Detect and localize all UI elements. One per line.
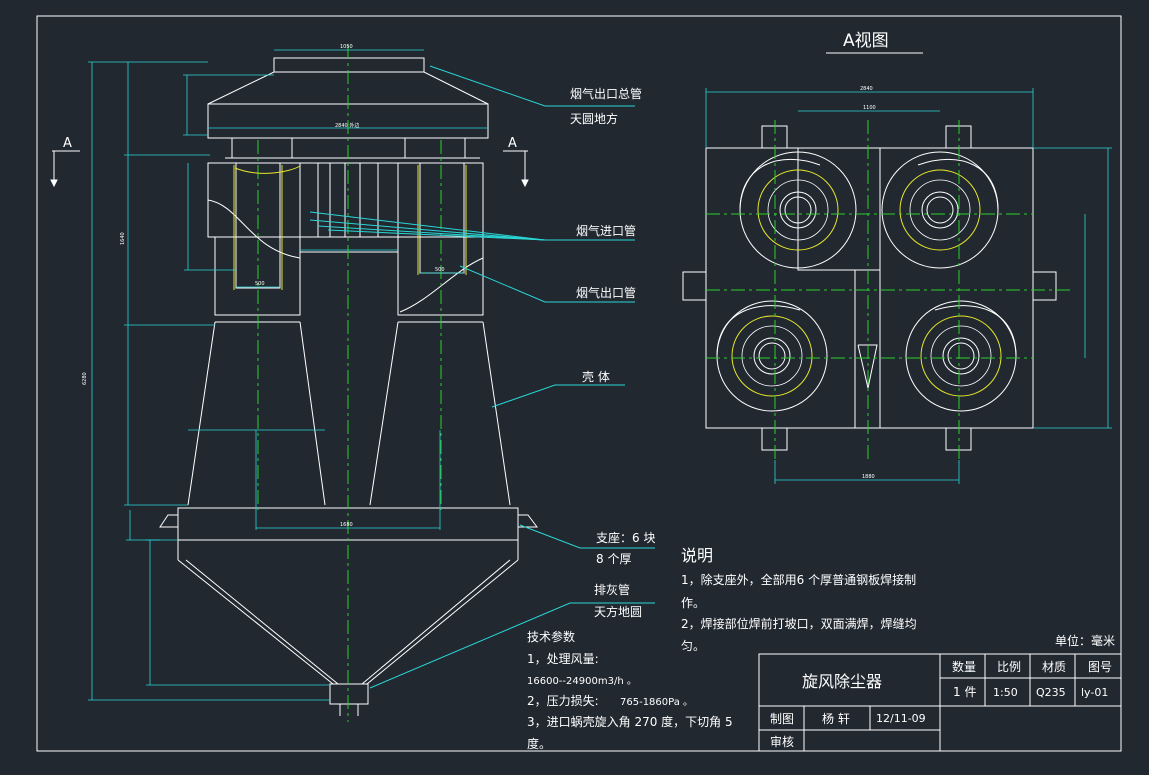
plan-view xyxy=(682,125,1057,451)
front-centerlines xyxy=(257,45,442,722)
svg-text:2840 外边: 2840 外边 xyxy=(335,122,359,129)
callout-ash-sub: 天方地圆 xyxy=(594,604,642,619)
tech-param-1-value: 16600--24900m3/h 。 xyxy=(527,676,637,687)
note-line-1: 1，除支座外，全部用6 个厚普通钢板焊接制 xyxy=(681,572,916,587)
section-mark-left: A xyxy=(63,136,72,151)
plan-dimensions xyxy=(705,88,1112,484)
tech-param-1: 1，处理风量: xyxy=(527,652,599,666)
callout-ash: 排灰管 xyxy=(594,582,630,597)
note-line-2: 2，焊接部位焊前打坡口，双面满焊，焊缝均 xyxy=(681,616,917,631)
tech-param-3: 3，进口蜗壳旋入角 270 度，下切角 5 xyxy=(527,714,733,729)
callout-outlet-main-sub: 天圆地方 xyxy=(570,111,618,126)
title-qty: 1 件 xyxy=(953,685,976,699)
svg-text:500: 500 xyxy=(435,267,445,273)
svg-text:1050: 1050 xyxy=(340,44,353,50)
front-dimensions xyxy=(88,49,488,701)
plan-hidden-lines xyxy=(731,169,1002,397)
title-drawn-label: 制图 xyxy=(770,712,794,726)
svg-text:1100: 1100 xyxy=(863,105,876,111)
leader-lines xyxy=(309,65,655,689)
callout-shell: 壳 体 xyxy=(582,370,610,384)
callout-outlet-main: 烟气出口总管 xyxy=(570,86,642,101)
title-header-material: 材质 xyxy=(1042,660,1066,674)
tech-heading: 技术参数 xyxy=(527,629,575,644)
plan-swirl-lines xyxy=(741,179,992,387)
plan-centerlines xyxy=(706,120,1070,460)
svg-text:1640: 1640 xyxy=(120,232,126,245)
svg-text:1880: 1880 xyxy=(862,474,875,480)
section-mark-right: A xyxy=(508,136,517,151)
title-scale: 1:50 xyxy=(993,686,1018,699)
note-line-2b: 匀。 xyxy=(681,639,705,653)
svg-text:6280: 6280 xyxy=(82,372,88,385)
callout-inlet: 烟气进口管 xyxy=(576,223,636,238)
tech-param-2-value: 765-1860Pa 。 xyxy=(620,697,693,708)
drawing-border xyxy=(36,15,1122,752)
title-block xyxy=(758,653,1122,752)
tech-param-2: 2，压力损失: xyxy=(527,693,599,708)
title-header-scale: 比例 xyxy=(997,660,1021,674)
title-material: Q235 xyxy=(1036,686,1066,699)
title-header-drawing-no: 图号 xyxy=(1088,660,1112,674)
plan-dim-text: 2840 1100 1880 xyxy=(860,86,876,480)
front-hidden-lines xyxy=(233,165,467,290)
title-check-label: 审核 xyxy=(770,734,794,749)
svg-text:1680: 1680 xyxy=(340,522,353,528)
title-date: 12/11-09 xyxy=(876,712,926,725)
section-marks xyxy=(50,150,529,188)
title-drawn-by: 杨 轩 xyxy=(822,711,850,726)
callout-support: 支座：6 块 xyxy=(596,530,655,545)
tech-param-3b: 度。 xyxy=(527,736,551,751)
dim-text: 1050 2840 外边 500 500 1680 6280 1640 xyxy=(82,44,445,528)
unit-label: 单位：毫米 xyxy=(1055,633,1115,648)
title-drawing-no: ly-01 xyxy=(1081,686,1108,699)
callout-support-sub: 8 个厚 xyxy=(596,552,631,566)
svg-text:500: 500 xyxy=(255,281,265,287)
view-title: A视图 xyxy=(843,31,889,51)
notes-heading: 说明 xyxy=(681,546,713,565)
title-name: 旋风除尘器 xyxy=(802,672,882,691)
callout-outlet: 烟气出口管 xyxy=(576,285,636,300)
title-header-qty: 数量 xyxy=(952,659,976,674)
svg-text:2840: 2840 xyxy=(860,86,873,92)
note-line-1b: 作。 xyxy=(681,596,705,610)
